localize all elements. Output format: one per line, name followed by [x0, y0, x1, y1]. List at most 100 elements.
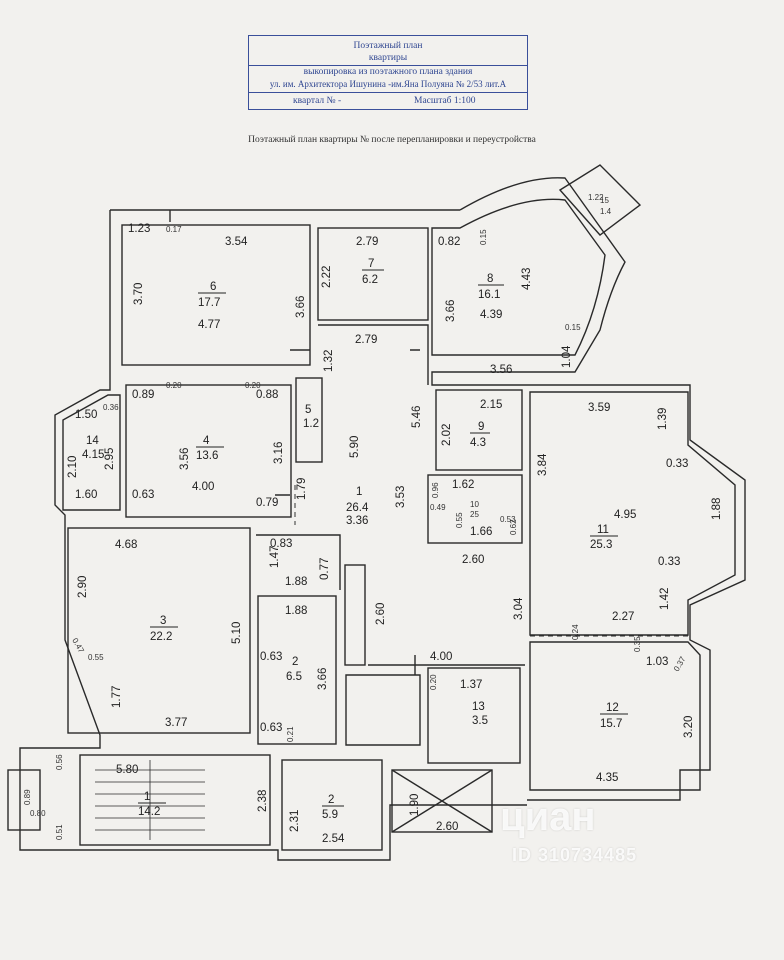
- room-11-area: 25.3: [590, 539, 612, 551]
- cian-watermark: циан: [500, 795, 596, 839]
- dim-37: 2.02: [441, 424, 453, 446]
- room-2a-num: 2: [292, 656, 298, 668]
- dim-23: 0.20: [245, 381, 261, 390]
- dim-33: 0.79: [256, 497, 278, 509]
- dim-10: 0.15: [479, 229, 488, 245]
- room-2b-num: 2: [328, 794, 334, 806]
- wall-room-14: [62, 394, 121, 511]
- dim-65: 3.04: [513, 597, 525, 620]
- wall-room-12: [529, 641, 701, 791]
- room-3-area: 22.2: [150, 631, 172, 643]
- dim-73: 1.03: [646, 656, 668, 668]
- wall-room-7: [317, 227, 429, 321]
- dim-43: 3.53: [395, 486, 407, 508]
- dim-17: 2.79: [355, 334, 377, 346]
- dim-39: 1.39: [657, 408, 669, 430]
- dim-59: 0.77: [319, 558, 331, 580]
- wall-room-10: [427, 474, 523, 544]
- dim-42: 1.79: [296, 478, 308, 500]
- dim-58: 1.88: [285, 576, 307, 588]
- dim-12: 3.66: [445, 300, 457, 322]
- dim-80: 3.77: [165, 717, 187, 729]
- room-3-num: 3: [160, 615, 166, 627]
- room-6-num: 6: [210, 281, 216, 293]
- dim-27: 3.16: [273, 442, 285, 464]
- dim-35: 5.90: [349, 436, 361, 458]
- wall-elevator: [391, 769, 493, 833]
- dim-6: 4.77: [198, 319, 220, 331]
- dim-53: 1.88: [711, 498, 723, 520]
- wall-vestibule: [345, 674, 421, 746]
- dim-83: 3.20: [683, 716, 695, 738]
- wall-room-3: [67, 527, 251, 734]
- wall-outline-top: [110, 177, 746, 801]
- room-9-area: 4.3: [470, 437, 486, 449]
- wall-niche: [256, 534, 341, 590]
- dim-38: 3.59: [588, 402, 610, 414]
- dim-64: 2.60: [375, 603, 387, 625]
- room-14-area: 4.15: [82, 449, 104, 461]
- room-12-area: 15.7: [600, 718, 622, 730]
- wall-outline-left: [19, 210, 527, 861]
- room-5-area: 1.2: [303, 418, 319, 430]
- dim-89: 0.51: [55, 824, 64, 840]
- dim-26: 3.56: [179, 448, 191, 470]
- wall-room-11: [529, 391, 736, 636]
- room-13-area: 3.5: [472, 715, 488, 727]
- dim-31: 0.63: [132, 489, 154, 501]
- dim-91: 2.54: [322, 833, 345, 845]
- wall-room-9: [435, 389, 523, 471]
- wall-room-4: [125, 384, 292, 518]
- dim-56: 0.83: [270, 538, 292, 550]
- wall-room-13: [427, 667, 521, 764]
- stamp-line-1: Поэтажный план: [353, 41, 423, 51]
- wall-corridor: [318, 324, 429, 385]
- dim-69: 0.47: [70, 637, 86, 655]
- room-5-num: 5: [305, 404, 311, 416]
- wall-ticks: [275, 349, 420, 675]
- dim-85: 5.80: [116, 764, 138, 776]
- wall-room-2a: [257, 595, 337, 745]
- dim-79: 1.77: [111, 686, 123, 708]
- room-1-area: 26.4: [346, 502, 369, 514]
- wall-shaft: [344, 564, 366, 666]
- dim-84: 0.56: [55, 754, 64, 770]
- room-15-area: 1.4: [600, 207, 612, 216]
- dim-25: 0.36: [103, 403, 119, 412]
- dim-93: 2.60: [436, 821, 458, 833]
- stamp-divider-2: [249, 92, 527, 93]
- dim-88: 0.80: [30, 809, 46, 818]
- stamp-quarter: квартал № -: [293, 96, 342, 106]
- title-stamp: Поэтажный план квартиры выкопировка из п…: [248, 35, 528, 110]
- dim-8: 2.22: [321, 266, 333, 288]
- dim-75: 0.63: [260, 651, 282, 663]
- dim-45: 0.96: [431, 482, 440, 498]
- dim-54: 0.33: [658, 556, 680, 568]
- room-10-num: 10: [470, 500, 479, 509]
- dim-67: 2.27: [612, 611, 634, 623]
- dim-52: 4.95: [614, 509, 636, 521]
- room-15-num: 15: [600, 196, 609, 205]
- dim-41: 0.33: [666, 458, 688, 470]
- dim-48: 0.55: [455, 512, 464, 528]
- dim-7: 2.79: [356, 236, 378, 248]
- plan-subtitle: Поэтажный план квартиры № после переплан…: [248, 135, 536, 145]
- wall-room-1b: [79, 754, 271, 846]
- dim-30: 1.60: [75, 489, 97, 501]
- dim-32: 4.00: [192, 481, 214, 493]
- room-13-num: 13: [472, 701, 485, 713]
- stamp-line-4: ул. им. Архитектора Ишунина -им.Яна Полу…: [269, 79, 507, 89]
- dim-57: 1.47: [269, 546, 281, 568]
- room-7-num: 7: [368, 258, 374, 270]
- room-4-area: 13.6: [196, 450, 218, 462]
- dim-16: 1.32: [323, 350, 335, 372]
- room-1b-num: 1: [144, 791, 150, 803]
- stamp-scale: Масштаб 1:100: [414, 96, 476, 106]
- stamp-line-3: выкопировка из поэтажного плана здания: [303, 67, 473, 77]
- room-1-num: 1: [356, 486, 362, 498]
- dim-9: 0.82: [438, 236, 460, 248]
- dim-78: 1.37: [460, 679, 482, 691]
- dim-20: 0.89: [132, 389, 154, 401]
- dashed-separators: [294, 485, 688, 637]
